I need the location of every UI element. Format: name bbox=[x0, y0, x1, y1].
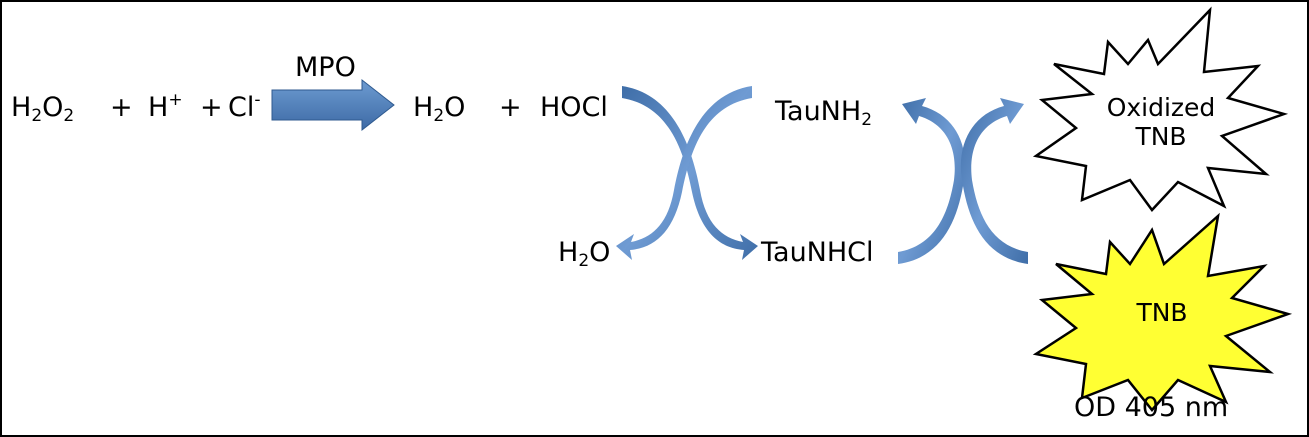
oxidized-tnb-line-1: Oxidized bbox=[1106, 93, 1216, 122]
side-h2o-sub: 2 bbox=[578, 251, 590, 271]
product-h2o-sub: 2 bbox=[433, 106, 445, 126]
taunhcl-label: TauNHCl bbox=[761, 237, 874, 268]
h2o2-label: H2O2 bbox=[11, 92, 74, 125]
tnb-burst bbox=[1032, 212, 1293, 412]
h2o2-sub-2: 2 bbox=[63, 106, 75, 126]
taunh2-to-h2o-arrow bbox=[616, 86, 752, 260]
tnb-label: TNB bbox=[1136, 298, 1188, 327]
plus-sign-3: + bbox=[499, 92, 522, 123]
taunh2-sub: 2 bbox=[861, 110, 873, 130]
hplus-h: H bbox=[148, 92, 169, 123]
taunhcl-to-taunh2-arrow bbox=[898, 98, 966, 264]
taunh2-main: TauNH bbox=[775, 96, 862, 127]
hocl-to-taunhcl-arrow bbox=[622, 86, 758, 260]
mpo-label: MPO bbox=[295, 52, 356, 83]
side-h2o-o: O bbox=[589, 237, 611, 268]
tnb-to-oxidized-arrow bbox=[960, 98, 1028, 264]
chloride-sup: - bbox=[254, 90, 261, 110]
od-405-readout: OD 405 nm bbox=[1074, 392, 1229, 423]
mpo-reaction-arrow bbox=[271, 78, 395, 132]
side-h2o-h: H bbox=[558, 237, 579, 268]
oxidized-tnb-line-2: TNB bbox=[1135, 121, 1187, 151]
plus-sign-2: + bbox=[200, 92, 223, 123]
side-h2o-label: H2O bbox=[558, 237, 611, 270]
product-h2o-label: H2O bbox=[413, 92, 466, 125]
product-h2o-h: H bbox=[413, 92, 434, 123]
hplus-label: H+ bbox=[148, 92, 183, 123]
oxidized-tnb-label: Oxidized TNB bbox=[1086, 93, 1236, 152]
h2o2-h: H bbox=[11, 92, 32, 123]
h2o2-sub-1: 2 bbox=[31, 106, 43, 126]
hplus-sup: + bbox=[168, 90, 183, 110]
product-h2o-o: O bbox=[444, 92, 466, 123]
oxidized-tnb-burst bbox=[1032, 6, 1289, 212]
h2o2-o: O bbox=[42, 92, 64, 123]
chloride-label: Cl- bbox=[228, 92, 261, 123]
hocl-label: HOCl bbox=[540, 92, 608, 123]
taunh2-label: TauNH2 bbox=[775, 96, 872, 129]
chloride-cl: Cl bbox=[228, 92, 255, 123]
plus-sign-1: + bbox=[110, 92, 133, 123]
